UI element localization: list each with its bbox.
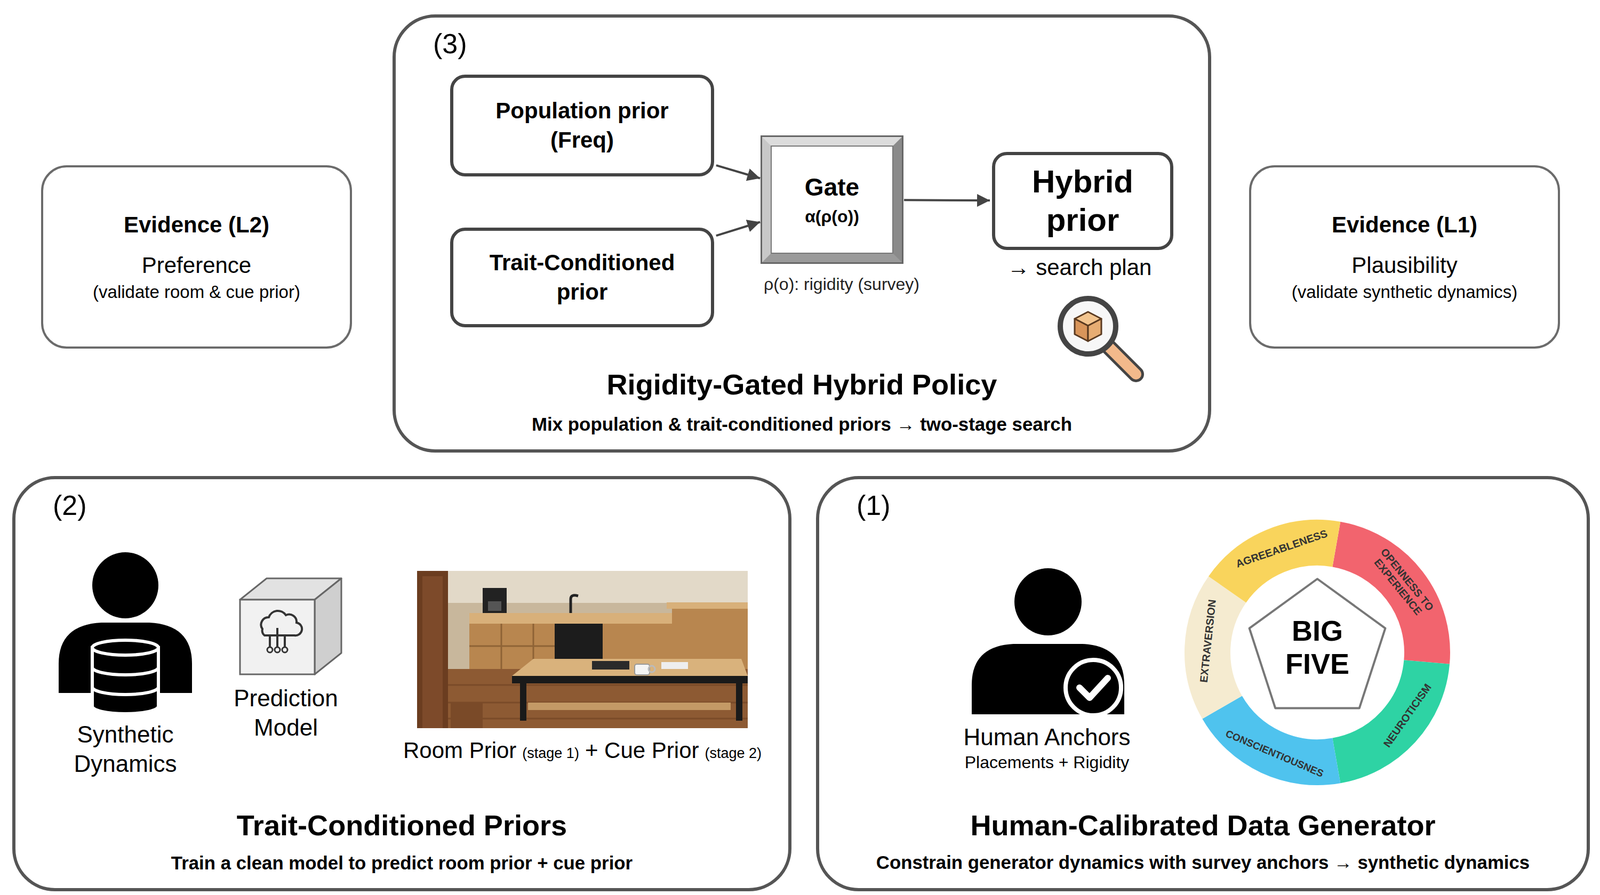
kitchen-door-panel — [422, 576, 443, 729]
panel-title: Human-Calibrated Data Generator — [819, 808, 1587, 844]
process-box: Population prior (Freq) — [450, 74, 715, 177]
wheel-center-label: BIG FIVE — [1261, 614, 1374, 681]
island-leg — [736, 682, 743, 722]
database-top — [92, 640, 159, 656]
cup-handle — [648, 666, 655, 673]
circuit-node — [282, 647, 288, 653]
stage-panel: (2) Trait-Conditioned PriorsTrain a clean… — [12, 476, 792, 892]
caption-note: (stage 1) — [522, 745, 580, 763]
evidence-box: Evidence (L1) Plausibility(validate synth… — [1249, 165, 1560, 349]
side-counter — [666, 602, 748, 610]
database-band — [92, 667, 159, 676]
callout-number: (3) — [433, 27, 468, 61]
chair — [450, 702, 483, 729]
island-sink — [592, 661, 630, 670]
island-plate — [661, 662, 688, 670]
circuit-node — [267, 647, 273, 653]
node-title: Evidence (L1) — [1331, 211, 1478, 239]
node-title: Gate — [804, 172, 860, 203]
island-shelf — [528, 702, 731, 711]
node-text: Preference — [141, 252, 252, 279]
panel-subtitle: Constrain generator dynamics with survey… — [819, 852, 1587, 875]
callout-number: (1) — [856, 489, 891, 523]
cube-front — [240, 600, 315, 675]
coffee-machine — [482, 588, 507, 614]
box-left — [1074, 318, 1088, 342]
kitchen-wall — [417, 571, 748, 729]
kitchen-illustration — [417, 571, 748, 729]
magnifier-handle-outline — [1109, 347, 1136, 375]
connector-arrow — [716, 222, 760, 237]
stage-panel: (1) Human-Calibrated Data GeneratorConstr… — [816, 476, 1590, 892]
magnifier-lens — [1060, 298, 1116, 355]
connector-arrow — [716, 165, 760, 179]
person-head — [92, 552, 159, 619]
database-band — [92, 687, 159, 695]
synthetic-dynamics-icon — [58, 552, 192, 715]
prediction-model-icon — [240, 578, 342, 675]
kitchen-floor — [417, 669, 748, 729]
icon-subcaption: Placements + Rigidity — [964, 753, 1130, 773]
panel-subtitle: Mix population & trait-conditioned prior… — [395, 413, 1208, 436]
output-box: Hybrid prior — [992, 152, 1174, 251]
check-badge — [1065, 660, 1122, 716]
node-text: (validate room & cue prior) — [92, 281, 301, 303]
brain-cloud — [260, 611, 302, 636]
connector-arrow — [904, 198, 990, 202]
kitchen-upper-wall — [417, 571, 748, 604]
node-text: α(ρ(o)) — [804, 206, 860, 227]
node-title: Evidence (L2) — [123, 211, 270, 239]
database-body — [92, 648, 159, 715]
stage-panel: (3) Rigidity-Gated Hybrid PolicyMix popul… — [392, 14, 1212, 453]
magnifier-handle — [1109, 347, 1136, 375]
callout-number: (2) — [52, 489, 87, 523]
person-head — [1014, 568, 1082, 636]
circuit-node — [274, 647, 280, 653]
island-top — [512, 659, 748, 677]
panel-title: Trait-Conditioned Priors — [15, 808, 789, 844]
node-title: Trait-Conditioned prior — [461, 248, 703, 307]
human-anchor-icon — [971, 568, 1125, 716]
caption-text: + Cue Prior — [585, 738, 700, 764]
annotation: → search plan — [1007, 254, 1152, 281]
panel-subtitle: Train a clean model to predict room prio… — [15, 852, 789, 875]
evidence-box: Evidence (L2) Preference(validate room & … — [41, 165, 352, 349]
circuit-lines — [269, 628, 285, 648]
pentagon — [1249, 579, 1386, 709]
icon-caption: Prediction Model — [211, 683, 361, 743]
node-title: Population prior (Freq) — [461, 96, 703, 155]
caption-row: Room Prior (stage 1) + Cue Prior(stage 2) — [403, 738, 762, 764]
island-edge — [512, 676, 748, 684]
annotation: ρ(o): rigidity (survey) — [763, 274, 920, 295]
node-title: Hybrid prior — [1003, 162, 1162, 240]
caption-note: (stage 2) — [704, 745, 762, 763]
gate-box: Gate α(ρ(o)) — [762, 137, 902, 263]
process-box: Trait-Conditioned prior — [450, 227, 715, 328]
caption-text: Room Prior — [403, 738, 517, 764]
faucet — [570, 595, 579, 614]
cube-side — [314, 578, 342, 675]
check-mark — [1079, 678, 1108, 699]
icon-caption: Synthetic Dynamics — [50, 720, 200, 779]
node-text: Plausibility — [1351, 252, 1458, 279]
icon-caption: Human Anchors — [963, 724, 1131, 752]
magnifier-icon — [1060, 298, 1136, 375]
island-leg — [520, 682, 527, 722]
kitchen-door — [417, 571, 448, 729]
cup — [634, 664, 650, 676]
back-counter — [469, 613, 672, 624]
coffee-pot — [488, 601, 502, 612]
node-text: (validate synthetic dynamics) — [1291, 281, 1518, 303]
box-right — [1088, 318, 1102, 342]
panel-title: Rigidity-Gated Hybrid Policy — [395, 367, 1208, 403]
